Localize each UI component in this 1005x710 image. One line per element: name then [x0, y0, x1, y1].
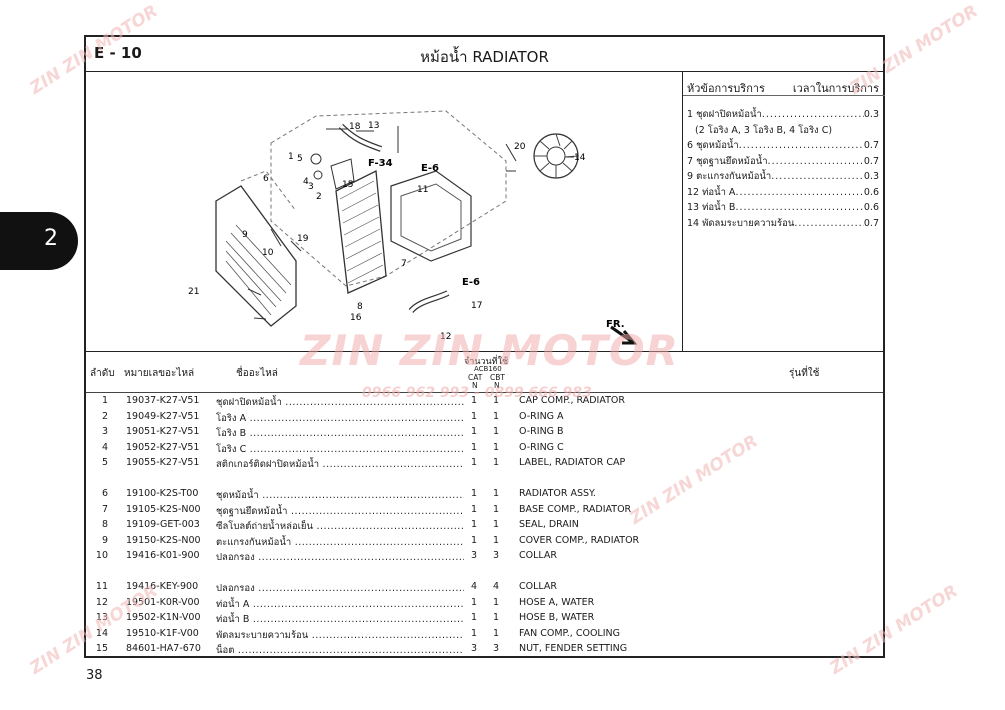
page-header: E - 10 หม้อน้ำ RADIATOR [86, 37, 883, 72]
exploded-diagram: FR. F-34 E-6 E-6 1 2 3 4 5 6 7 8 9 10 11… [86, 71, 683, 351]
callout-21: 21 [188, 287, 199, 297]
ref-e6-top: E-6 [421, 163, 439, 174]
service-item: 13 ท่อน้ำ B0.6 [687, 200, 879, 216]
col-cat: CAT [468, 373, 483, 382]
callout-2: 2 [316, 192, 322, 202]
service-list: 1 ชุดฝาปิดหม้อน้ำ0.3 (2 โอริง A, 3 โอริง… [687, 107, 879, 231]
callout-5: 5 [297, 154, 303, 164]
service-item: 14 พัดลมระบายความร้อน0.7 [687, 216, 879, 232]
service-item: 12 ท่อน้ำ A0.6 [687, 185, 879, 201]
callout-9: 9 [242, 230, 248, 240]
callout-6: 6 [263, 174, 269, 184]
callout-8: 8 [357, 302, 363, 312]
fr-direction-label: FR. [606, 319, 625, 330]
section-code: E - 10 [94, 44, 142, 62]
service-item: 1 ชุดฝาปิดหม้อน้ำ0.3 [687, 107, 879, 123]
table-row: 819109-GET-003ซีลโบลต์ถ่ายน้ำหล่อเย็น11S… [86, 519, 883, 534]
callout-4: 4 [303, 177, 309, 187]
callout-17: 17 [471, 301, 482, 311]
callout-7: 7 [401, 259, 407, 269]
service-item-note: (2 โอริง A, 3 โอริง B, 4 โอริง C) [695, 124, 833, 136]
col-n1: N [472, 381, 478, 390]
callout-14: 14 [574, 153, 586, 163]
callout-15: 15 [342, 180, 353, 190]
callout-19: 19 [297, 234, 309, 244]
service-item: 7 ชุดฐานยึดหม้อน้ำ0.7 [687, 154, 879, 170]
callout-13: 13 [368, 121, 379, 131]
service-item: 9 ตะแกรงกันหม้อน้ำ0.3 [687, 169, 879, 185]
service-time-panel: หัวข้อการบริการ เวลาในการบริการ 1 ชุดฝาป… [683, 71, 885, 351]
callout-3: 3 [308, 182, 314, 192]
service-header-left: หัวข้อการบริการ [687, 82, 765, 95]
col-model-code: ACB160 [474, 365, 502, 373]
watermark-phone: 0966 962 993 - 0899 666 983 [362, 385, 592, 401]
page-title: หม้อน้ำ RADIATOR [420, 48, 549, 66]
page-number: 38 [86, 668, 103, 683]
callout-10: 10 [262, 248, 274, 258]
parts-table-header: ลำดับ หมายเลขอะไหล่ ชื่ออะไหล่ จำนวนที่ใ… [86, 351, 883, 393]
col-model: รุ่นที่ใช้ [789, 368, 820, 379]
callout-16: 16 [350, 313, 362, 323]
service-header: หัวข้อการบริการ เวลาในการบริการ [687, 79, 879, 97]
chapter-tab[interactable]: 2 [0, 212, 78, 270]
callout-12: 12 [440, 332, 451, 342]
col-part-no: หมายเลขอะไหล่ [124, 368, 195, 379]
col-qty: จำนวนที่ใช้ [464, 357, 509, 367]
service-header-right: เวลาในการบริการ [792, 82, 879, 95]
col-n2: N [494, 381, 500, 390]
callout-11: 11 [417, 185, 428, 195]
ref-f34: F-34 [368, 158, 393, 169]
col-cbt: CBT [490, 373, 505, 382]
col-no: ลำดับ [90, 368, 115, 379]
chapter-tab-label: 2 [44, 226, 58, 251]
callout-18: 18 [349, 122, 361, 132]
watermark-brand: ZIN ZIN MOTOR [300, 326, 679, 375]
ref-e6-bottom: E-6 [462, 277, 480, 288]
callout-20: 20 [514, 142, 526, 152]
service-item: 6 ชุดหม้อน้ำ0.7 [687, 138, 879, 154]
parts-page-frame: E - 10 หม้อน้ำ RADIATOR [84, 35, 885, 658]
callout-1: 1 [288, 152, 294, 162]
table-row: 519055-K27-V51สติกเกอร์ติดฝาปิดหม้อน้ำ11… [86, 457, 883, 472]
radiator-exploded-view: FR. F-34 E-6 E-6 1 2 3 4 5 6 7 8 9 10 11… [188, 110, 638, 345]
col-name-th: ชื่ออะไหล่ [236, 368, 278, 379]
